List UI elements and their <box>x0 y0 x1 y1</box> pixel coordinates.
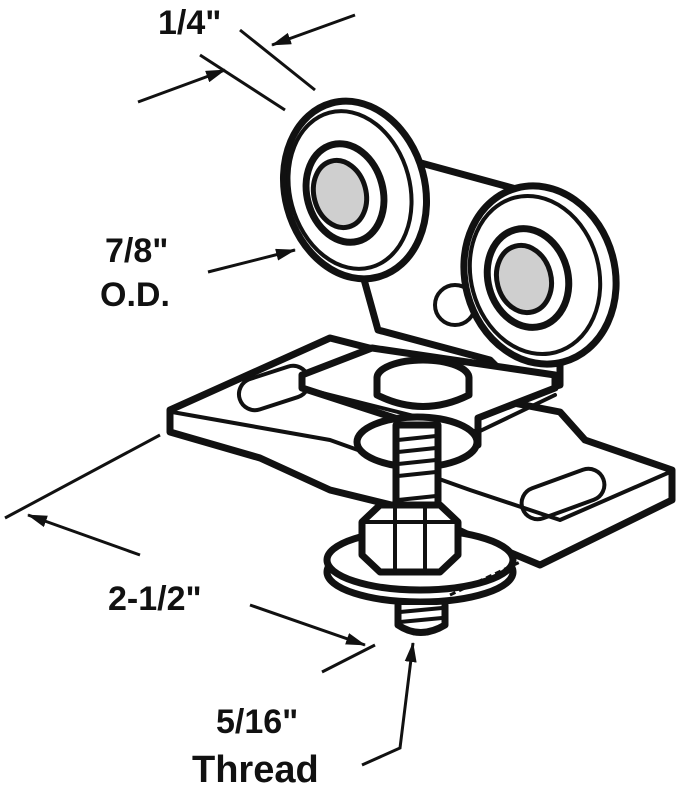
rear-roller-wheel <box>279 97 431 283</box>
dimension-width: 1/4" <box>137 4 356 112</box>
label-od-suffix: O.D. <box>100 276 170 314</box>
label-thread-size: 5/16" <box>216 703 298 741</box>
label-width: 1/4" <box>158 4 221 42</box>
dimension-outer-diameter: 7/8" O.D. <box>100 232 296 314</box>
dimension-length: 2-1/2" <box>4 433 376 674</box>
label-thread-word: Thread <box>192 749 319 787</box>
label-length: 2-1/2" <box>108 580 202 618</box>
front-roller-wheel <box>460 182 620 368</box>
dimension-thread: 5/16" Thread <box>192 642 417 787</box>
hex-nut-washer <box>323 501 521 636</box>
label-od-value: 7/8" <box>105 232 168 270</box>
adjustment-plate <box>298 344 559 449</box>
